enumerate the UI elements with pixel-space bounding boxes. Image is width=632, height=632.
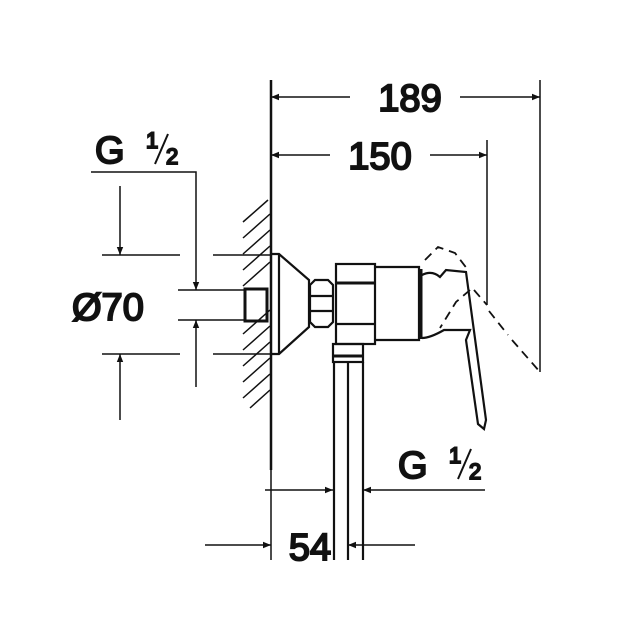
svg-text:2: 2 <box>469 459 481 484</box>
label-54: 54 <box>289 527 331 569</box>
label-150: 150 <box>348 136 411 178</box>
shower-mixer <box>243 245 541 560</box>
dimension-150 <box>271 140 488 305</box>
dimension-189 <box>271 80 541 372</box>
svg-text:G: G <box>95 130 125 172</box>
label-diameter-70: Ø70 <box>72 287 144 329</box>
label-189: 189 <box>378 78 441 120</box>
dimension-rosette <box>91 171 270 420</box>
svg-text:1: 1 <box>146 128 158 153</box>
svg-text:1: 1 <box>449 443 461 468</box>
svg-text:2: 2 <box>166 144 178 169</box>
thread-label-inlet: G 1 2 <box>94 127 179 173</box>
svg-text:G: G <box>398 445 428 487</box>
wall <box>242 80 273 470</box>
thread-label-outlet: G 1 2 <box>397 442 482 488</box>
dimension-54 <box>205 470 485 560</box>
